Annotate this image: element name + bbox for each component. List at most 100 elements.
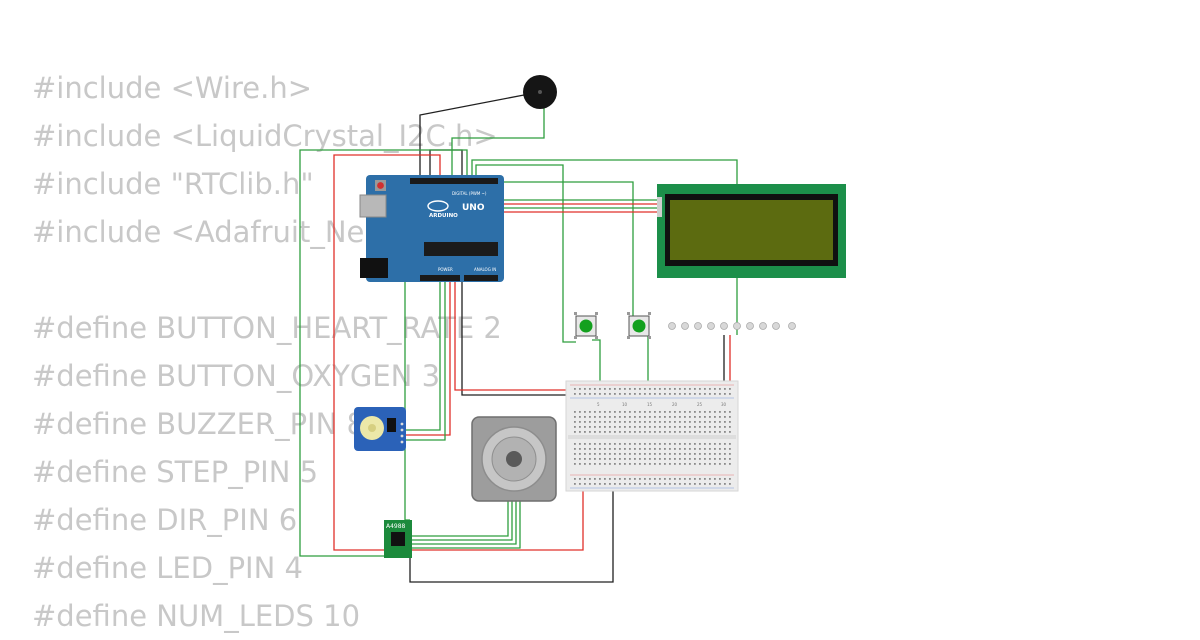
arduino-logo [427,200,449,212]
wire-coil-1[interactable] [412,500,509,537]
wire-coil-4[interactable] [412,500,521,549]
wire-step-signal[interactable] [299,149,468,557]
breadboard-hole [629,421,631,423]
breadboard-hole [724,453,726,455]
code-line: #include "RTClib.h" [32,167,314,201]
breadboard-hole [694,443,696,445]
breadboard-hole [654,458,656,460]
rtc-module[interactable] [354,407,406,451]
breadboard[interactable]: 5 10 15 20 25 30 [565,380,739,492]
breadboard-hole [689,411,691,413]
breadboard-hole [614,426,616,428]
breadboard-hole [594,478,596,480]
pushbutton-2-leg [627,312,630,315]
breadboard-hole [664,388,666,390]
breadboard-hole [724,448,726,450]
breadboard-hole [689,448,691,450]
breadboard-hole [714,458,716,460]
pushbutton-1-cap [579,319,593,333]
breadboard-hole [644,463,646,465]
breadboard-hole [574,463,576,465]
breadboard-hole [634,388,636,390]
breadboard-hole [584,463,586,465]
breadboard-hole [579,483,581,485]
breadboard-hole [629,448,631,450]
led-ring[interactable] [668,322,796,330]
column-number: 30 [721,402,727,407]
breadboard-hole [589,463,591,465]
breadboard-hole [609,393,611,395]
neopixel-led[interactable] [772,322,780,330]
center-channel [568,435,736,439]
breadboard-hole [729,426,731,428]
wire-5v-rail[interactable] [333,154,441,551]
wire-rtc-sda[interactable] [402,282,446,441]
breadboard-hole [609,443,611,445]
wire-led-power[interactable] [704,335,731,389]
breadboard-hole [699,426,701,428]
breadboard-hole [709,411,711,413]
pushbutton-oxygen[interactable] [627,312,651,339]
breadboard-hole [724,393,726,395]
breadboard-hole [594,431,596,433]
breadboard-hole [614,448,616,450]
breadboard-hole [634,426,636,428]
lcd-display[interactable] [657,184,846,278]
breadboard-hole [709,421,711,423]
neopixel-led[interactable] [733,322,741,330]
wire-buzzer-signal[interactable] [451,108,545,180]
code-line: #define BUTTON_HEART_RATE 2 [32,311,502,345]
neopixel-led[interactable] [694,322,702,330]
wire-rtc-vcc[interactable] [402,282,451,436]
wire-button2[interactable] [483,180,634,335]
breadboard-hole [604,393,606,395]
breadboard-hole [634,431,636,433]
breadboard-hole [719,426,721,428]
breadboard-hole [629,443,631,445]
neopixel-led[interactable] [668,322,676,330]
neopixel-led[interactable] [759,322,767,330]
breadboard-hole [724,421,726,423]
neopixel-led[interactable] [720,322,728,330]
a4988-driver[interactable]: A4988 [384,520,412,558]
breadboard-hole [699,421,701,423]
breadboard-hole [689,478,691,480]
neopixel-led[interactable] [707,322,715,330]
wire-rtc-scl[interactable] [402,282,441,431]
breadboard-hole [629,426,631,428]
neopixel-led[interactable] [746,322,754,330]
breadboard-hole [644,421,646,423]
wire-5v-breadboard[interactable] [410,282,584,551]
pushbutton-heart-rate[interactable] [574,312,598,339]
breadboard-hole [594,443,596,445]
wire-coil-2[interactable] [412,500,513,541]
wire-coil-3[interactable] [412,500,517,545]
column-number: 15 [647,402,653,407]
neopixel-led[interactable] [788,322,796,330]
breadboard-hole [699,458,701,460]
breadboard-hole [694,478,696,480]
arduino-uno-board[interactable]: ARDUINO UNO DIGITAL (PWM ~) POWER ANALOG… [359,175,504,282]
stepper-motor[interactable] [471,416,557,502]
breadboard-hole [609,421,611,423]
pushbutton-2-leg [627,336,630,339]
breadboard-hole [664,421,666,423]
neopixel-led[interactable] [681,322,689,330]
breadboard-hole [574,416,576,418]
buzzer[interactable] [523,75,557,109]
breadboard-hole [614,463,616,465]
breadboard-hole [704,393,706,395]
breadboard-hole [669,421,671,423]
wire-button1[interactable] [475,164,576,343]
wire-button1-bb[interactable] [592,339,601,395]
breadboard-hole [659,448,661,450]
breadboard-hole [709,448,711,450]
breadboard-hole [609,478,611,480]
breadboard-hole [624,448,626,450]
breadboard-hole [584,443,586,445]
breadboard-hole [619,411,621,413]
breadboard-hole [619,388,621,390]
wire-buzzer-gnd[interactable] [419,94,525,180]
breadboard-hole [574,453,576,455]
breadboard-hole [699,463,701,465]
